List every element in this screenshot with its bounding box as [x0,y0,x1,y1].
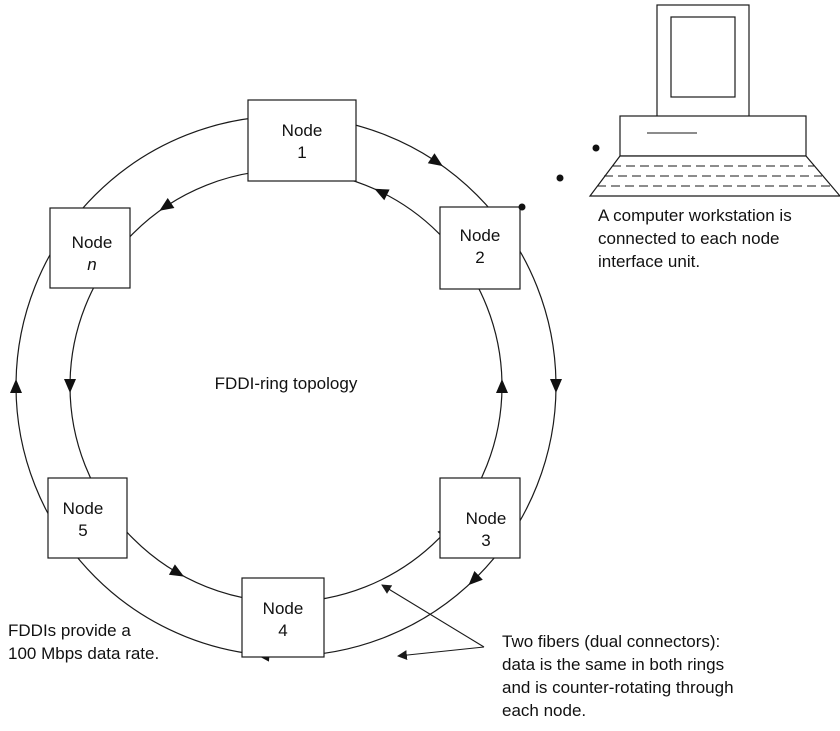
fibers-caption-line-3: and is counter-rotating through [502,678,734,697]
inner-ring-arrow [64,379,76,393]
outer-ring-arrow [550,379,562,393]
node-4: Node 4 [241,577,325,658]
connection-dot [518,203,526,211]
workstation-caption-line-3: interface unit. [598,252,700,271]
inner-ring-arrow [496,379,508,393]
node-5-box [47,477,128,559]
inner-ring-arrow [168,564,185,577]
fibers-caption-line-4: each node. [502,701,586,720]
ring-topology-label: FDDI-ring topology [215,374,358,393]
outer-ring-arrow [468,571,483,586]
node-3-box [439,477,521,559]
node-n: Node n [49,207,131,289]
node-n-label: Node [72,233,113,252]
connection-dot [556,174,564,182]
inner-ring-arrow [159,198,175,211]
node-1-number: 1 [297,143,306,162]
node-4-label: Node [263,599,304,618]
inner-ring-arrow [374,188,390,201]
outer-ring-arrow [427,153,443,167]
connection-dot [592,144,600,152]
node-1-box [247,99,357,182]
node-5-label: Node [63,499,104,518]
workstation-caption-line-1: A computer workstation is [598,206,792,225]
outer-fiber-pointer [397,646,485,660]
node-5-number: 5 [78,521,87,540]
node-2: Node 2 [439,206,521,290]
fibers-caption-line-2: data is the same in both rings [502,655,724,674]
computer-workstation-icon [588,4,840,197]
data-rate-caption-line-2: 100 Mbps data rate. [8,644,159,663]
node-2-number: 2 [475,248,484,267]
node-4-number: 4 [278,621,287,640]
workstation-caption-line-2: connected to each node [598,229,779,248]
node-n-box [49,207,131,289]
node-4-box [241,577,325,658]
node-5: Node 5 [47,477,128,559]
node-3: Node 3 [439,477,521,559]
node-2-label: Node [460,226,501,245]
inner-fiber-pointer [381,584,485,648]
outer-ring-arrow [10,379,22,393]
node-1-label: Node [282,121,323,140]
node-3-number: 3 [481,531,490,550]
data-rate-caption-line-1: FDDIs provide a [8,621,131,640]
node-2-box [439,206,521,290]
node-1: Node 1 [247,99,357,182]
node-3-label: Node [466,509,507,528]
node-n-number: n [87,255,96,274]
fibers-caption-line-1: Two fibers (dual connectors): [502,632,720,651]
